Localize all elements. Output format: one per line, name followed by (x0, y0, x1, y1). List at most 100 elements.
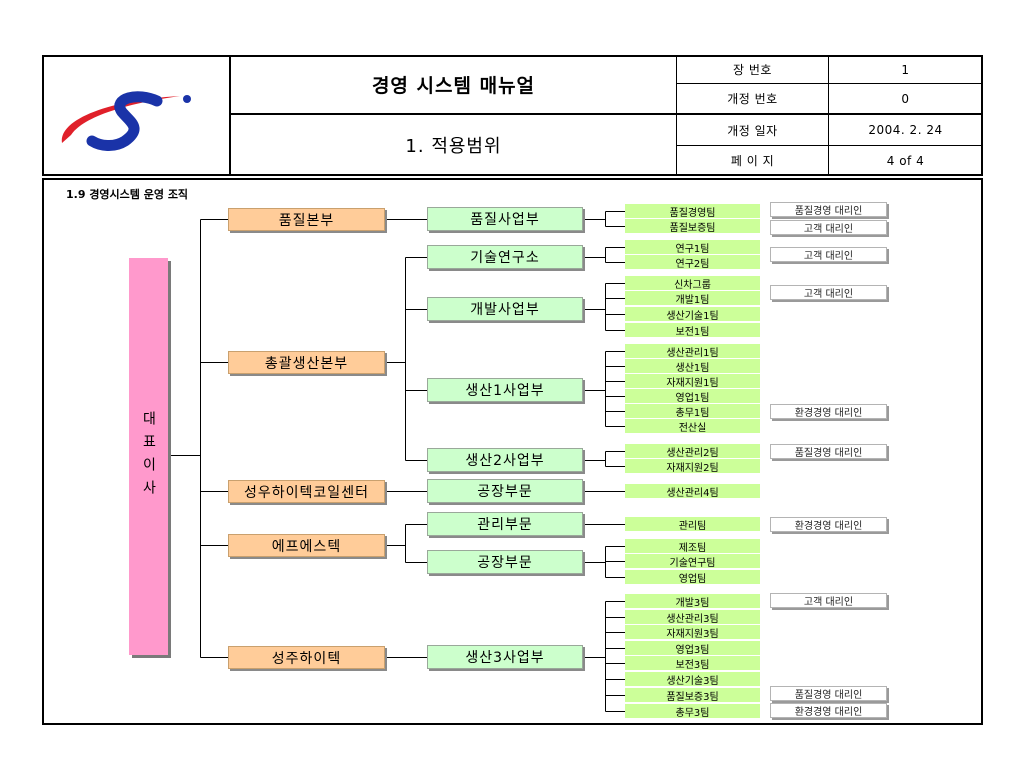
representative-label: 고객 대리인 (803, 597, 854, 608)
division-box: 에프에스텍 (228, 534, 385, 557)
representative-box: 고객 대리인 (770, 220, 887, 235)
representative-label: 품질경영 대리인 (794, 448, 863, 459)
unit-label: 관리부문 (477, 517, 533, 533)
team-label: 연구1팀 (675, 243, 710, 255)
representative-box: 품질경영 대리인 (770, 686, 887, 701)
team-box: 보전3팀 (625, 656, 760, 671)
table-rule (676, 83, 983, 84)
revision-number-value: 0 (901, 91, 910, 106)
meta-label-cell: 개정 일자 (677, 115, 828, 145)
team-box: 영업1팀 (625, 389, 760, 404)
unit-box: 기술연구소 (427, 245, 583, 269)
team-label: 자재지원1팀 (666, 377, 719, 389)
section-title: 1.9 경영시스템 운영 조직 (66, 188, 189, 201)
team-box: 관리팀 (625, 517, 760, 532)
unit-box: 공장부문 (427, 479, 583, 503)
table-rule (229, 55, 231, 176)
representative-label: 고객 대리인 (803, 224, 854, 235)
team-box: 자재지원3팀 (625, 625, 760, 640)
team-box: 연구2팀 (625, 255, 760, 270)
subtitle-cell: 1. 적용범위 (231, 115, 676, 175)
unit-box: 품질사업부 (427, 207, 583, 231)
division-box: 성주하이텍 (228, 646, 385, 669)
team-label: 영업팀 (678, 573, 707, 585)
team-box: 영업3팀 (625, 641, 760, 656)
document-header (42, 55, 983, 176)
representative-label: 품질경영 대리인 (794, 206, 863, 217)
team-box: 생산관리2팀 (625, 444, 760, 459)
team-label: 생산관리4팀 (666, 487, 719, 499)
team-label: 생산관리3팀 (666, 613, 719, 625)
team-label: 생산기술3팀 (666, 675, 719, 687)
representative-label: 고객 대리인 (803, 289, 854, 300)
team-label: 품질경영팀 (669, 207, 716, 219)
company-logo-icon (61, 91, 191, 151)
team-label: 자재지원3팀 (666, 628, 719, 640)
page-value: 4 of 4 (886, 153, 925, 168)
team-box: 생산관리1팀 (625, 344, 760, 359)
meta-value-cell: 0 (829, 84, 982, 113)
team-label: 개발3팀 (675, 597, 710, 609)
section-heading: 1. 적용범위 (405, 136, 502, 157)
table-rule (828, 55, 829, 176)
division-label: 에프에스텍 (271, 538, 342, 555)
representative-label: 환경경영 대리인 (794, 707, 863, 718)
representative-label: 환경경영 대리인 (794, 521, 863, 532)
division-box: 총괄생산본부 (228, 351, 385, 374)
division-box: 성우하이텍코일센터 (228, 480, 385, 503)
team-label: 생산관리2팀 (666, 447, 719, 459)
unit-label: 공장부문 (477, 555, 533, 571)
unit-box: 개발사업부 (427, 297, 583, 321)
team-box: 생산기술1팀 (625, 307, 760, 322)
team-label: 생산관리1팀 (666, 347, 719, 359)
team-label: 보전1팀 (675, 326, 710, 338)
chapter-number-label: 장 번호 (733, 63, 772, 77)
division-label: 총괄생산본부 (264, 355, 349, 372)
meta-label-cell: 개정 번호 (677, 84, 828, 113)
representative-box: 환경경영 대리인 (770, 404, 887, 419)
chapter-number-value: 1 (901, 62, 910, 77)
unit-label: 공장부문 (477, 484, 533, 500)
representative-box: 고객 대리인 (770, 247, 887, 262)
team-box: 보전1팀 (625, 323, 760, 338)
team-box: 기술연구팀 (625, 554, 760, 569)
unit-box: 관리부문 (427, 512, 583, 536)
team-box: 품질보증팀 (625, 219, 760, 234)
representative-label: 환경경영 대리인 (794, 408, 863, 419)
team-label: 품질보증팀 (669, 222, 716, 234)
ceo-label: 대표이사 (140, 410, 157, 503)
team-box: 생산관리4팀 (625, 484, 760, 499)
unit-label: 개발사업부 (470, 302, 540, 318)
team-label: 영업3팀 (675, 644, 710, 656)
unit-label: 생산2사업부 (465, 453, 545, 469)
team-label: 자재지원2팀 (666, 462, 719, 474)
team-label: 기술연구팀 (669, 557, 716, 569)
team-box: 영업팀 (625, 570, 760, 585)
unit-label: 기술연구소 (470, 250, 540, 266)
team-box: 제조팀 (625, 539, 760, 554)
representative-box: 고객 대리인 (770, 593, 887, 608)
team-label: 보전3팀 (675, 659, 710, 671)
revision-date-value: 2004. 2. 24 (868, 123, 943, 137)
title-cell: 경영 시스템 매뉴얼 (231, 56, 676, 113)
unit-label: 품질사업부 (470, 212, 540, 228)
revision-number-label: 개정 번호 (727, 92, 778, 106)
representative-box: 고객 대리인 (770, 285, 887, 300)
team-label: 생산기술1팀 (666, 310, 719, 322)
meta-value-cell: 4 of 4 (829, 146, 982, 175)
team-box: 개발1팀 (625, 291, 760, 306)
team-box: 총무1팀 (625, 404, 760, 419)
unit-box: 공장부문 (427, 550, 583, 574)
division-label: 품질본부 (278, 212, 335, 229)
table-rule (230, 113, 983, 115)
meta-value-cell: 2004. 2. 24 (829, 115, 982, 145)
representative-box: 품질경영 대리인 (770, 202, 887, 217)
meta-label-cell: 페 이 지 (677, 146, 828, 175)
division-box: 품질본부 (228, 208, 385, 231)
representative-box: 환경경영 대리인 (770, 703, 887, 718)
unit-label: 생산3사업부 (465, 650, 545, 666)
team-box: 자재지원2팀 (625, 459, 760, 474)
meta-label-cell: 장 번호 (677, 56, 828, 83)
unit-box: 생산2사업부 (427, 448, 583, 472)
